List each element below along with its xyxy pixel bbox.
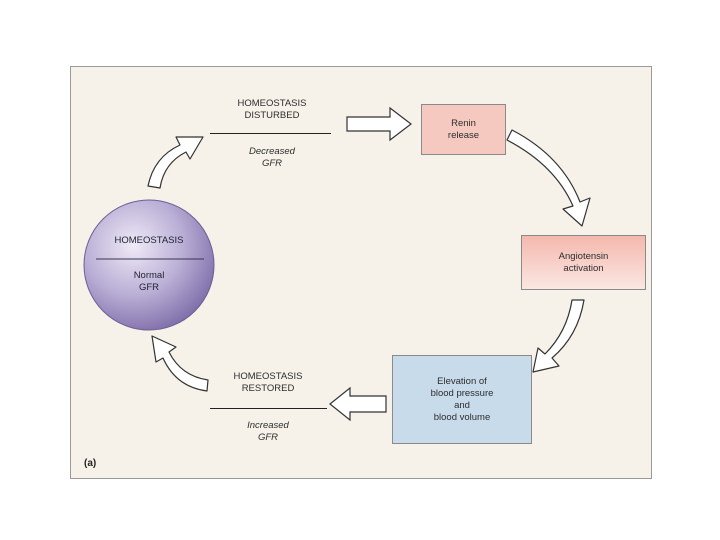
arrow-to-restored xyxy=(329,386,387,422)
disturbed-divider xyxy=(210,133,331,134)
angiotensin-activation-box: Angiotensin activation xyxy=(521,235,646,290)
elevation-box: Elevation of blood pressure and blood vo… xyxy=(392,355,532,444)
homeostasis-title: HOMEOSTASIS xyxy=(114,235,184,246)
curved-arrow-angiotensin-to-elevation xyxy=(532,299,585,373)
curved-arrow-renin-to-angiotensin xyxy=(506,129,591,227)
restored-title: HOMEOSTASIS RESTORED xyxy=(233,371,303,394)
homeostasis-subtitle: Normal GFR xyxy=(133,270,165,293)
disturbed-subtitle: Decreased GFR xyxy=(249,146,295,169)
restored-subtitle: Increased GFR xyxy=(247,420,289,443)
renin-release-box: Renin release xyxy=(421,104,506,155)
homeostasis-circle xyxy=(83,199,215,331)
panel-label: (a) xyxy=(84,458,97,469)
disturbed-title: HOMEOSTASIS DISTURBED xyxy=(237,98,307,121)
arrow-to-renin xyxy=(346,106,412,142)
restored-divider xyxy=(210,408,327,409)
curved-arrow-to-disturbed xyxy=(147,136,204,189)
curved-arrow-to-homeostasis xyxy=(151,335,209,392)
